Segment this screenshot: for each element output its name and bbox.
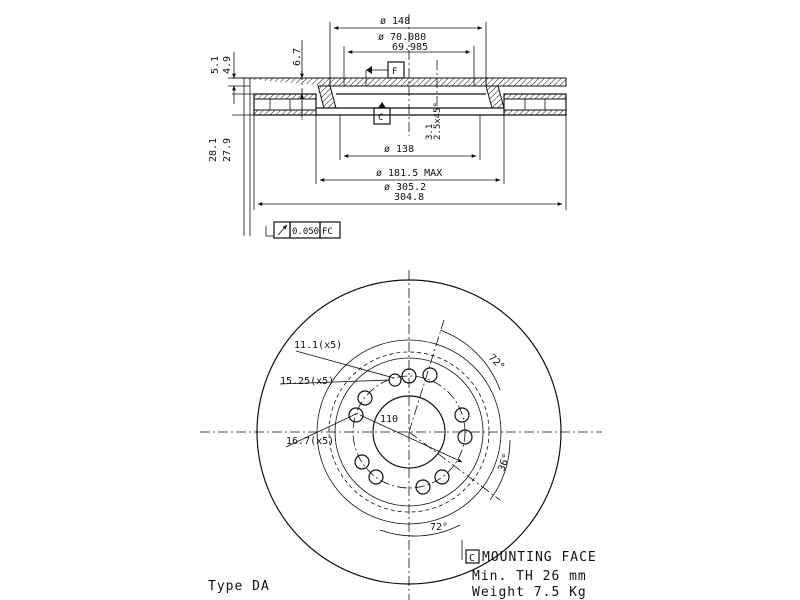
svg-text:5.1: 5.1 bbox=[210, 56, 221, 74]
svg-text:ø 305.2: ø 305.2 bbox=[384, 182, 426, 193]
svg-text:C: C bbox=[378, 113, 383, 123]
chamfer-note: 3.1 2.5x45° bbox=[425, 102, 443, 140]
hole-15-label: 15.25(x5) bbox=[280, 376, 334, 387]
bolt-circle bbox=[352, 375, 466, 489]
svg-text:F: F bbox=[392, 67, 397, 77]
hole-16-label: 16.7(x5) bbox=[286, 436, 334, 447]
min-thickness: Min. TH 26 mm bbox=[472, 569, 587, 584]
angle-72-top: 72° bbox=[486, 352, 507, 373]
dim-70: ø 70.080 69.985 bbox=[343, 32, 475, 86]
thickness-dim: 5.1 4.9 bbox=[210, 52, 250, 104]
plan-view: 11.1(x5) 15.25(x5) 16.7(x5) 110 72° 36° … bbox=[200, 270, 602, 600]
svg-text:ø 70.080: ø 70.080 bbox=[378, 32, 426, 43]
angle-36: 36° bbox=[496, 452, 513, 473]
section-view: F C 5.1 4.9 6.7 bbox=[208, 14, 567, 239]
outer-disc-edge bbox=[256, 279, 562, 585]
svg-text:ø 181.5 MAX: ø 181.5 MAX bbox=[376, 168, 442, 179]
dim-305: ø 305.2 304.8 bbox=[253, 115, 567, 210]
svg-text:28.1: 28.1 bbox=[208, 138, 219, 162]
svg-text:ø 148: ø 148 bbox=[380, 16, 410, 27]
pcd-label: 110 bbox=[380, 414, 398, 425]
notes: C MOUNTING FACE Min. TH 26 mm Weight 7.5… bbox=[208, 540, 597, 600]
svg-text:6.7: 6.7 bbox=[292, 48, 303, 66]
svg-text:4.9: 4.9 bbox=[222, 56, 233, 74]
dim-138: ø 138 bbox=[339, 115, 481, 160]
svg-text:2.5x45°: 2.5x45° bbox=[433, 102, 443, 140]
center-bore bbox=[372, 395, 446, 469]
svg-text:304.8: 304.8 bbox=[394, 192, 424, 203]
disc-profile bbox=[232, 77, 567, 116]
height-dim: 28.1 27.9 bbox=[208, 78, 254, 236]
depth-dim: 6.7 bbox=[292, 40, 304, 118]
svg-text:ø 138: ø 138 bbox=[384, 144, 414, 155]
bolt-holes bbox=[348, 368, 470, 485]
angle-72-bottom: 72° bbox=[430, 522, 448, 533]
mounting-face-box: C bbox=[469, 553, 475, 564]
svg-text:27.9: 27.9 bbox=[222, 138, 233, 162]
type-label: Type DA bbox=[208, 579, 270, 594]
svg-text:FC: FC bbox=[322, 227, 333, 237]
runout-tolerance: 0.050 FC bbox=[265, 221, 341, 239]
datum-f: F bbox=[365, 61, 405, 86]
dim-148: ø 148 bbox=[329, 16, 487, 78]
svg-text:3.1: 3.1 bbox=[425, 124, 435, 140]
mounting-face-label: MOUNTING FACE bbox=[482, 550, 597, 565]
hole-11-label: 11.1(x5) bbox=[294, 340, 342, 351]
svg-text:0.050: 0.050 bbox=[292, 227, 319, 237]
datum-c: C bbox=[373, 102, 391, 125]
wheel-pin-holes bbox=[354, 367, 473, 495]
svg-text:69.985: 69.985 bbox=[392, 42, 428, 53]
weight: Weight 7.5 Kg bbox=[472, 585, 587, 600]
dim-181: ø 181.5 MAX bbox=[315, 115, 505, 184]
